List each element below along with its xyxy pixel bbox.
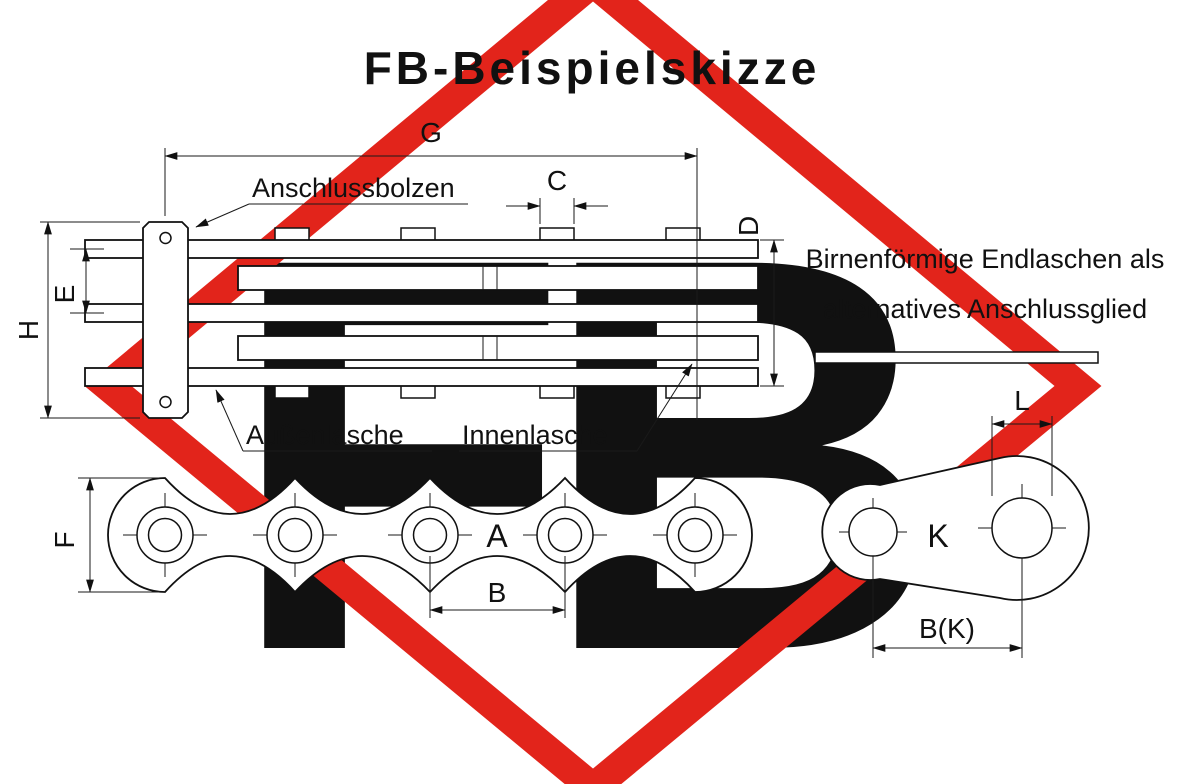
cotter-hole-bottom — [159, 395, 172, 409]
roller — [123, 493, 207, 577]
alternative-link-note: Birnenförmige Endlaschen als alternative… — [806, 244, 1165, 364]
dim-B: B — [429, 556, 566, 618]
watermark-fb-letters: FB — [227, 141, 924, 767]
dim-H: H — [13, 221, 140, 419]
dim-G: G — [164, 117, 698, 420]
dim-label-G: G — [420, 117, 442, 148]
callout-label-pin: Anschlussbolzen — [252, 173, 455, 203]
leader-line — [195, 203, 250, 228]
chain-top-view — [84, 221, 759, 419]
callout-label-inner-plate: Innenlasche — [462, 420, 608, 450]
outer-plate-row-bottom — [84, 367, 759, 387]
dim-label-A: A — [486, 518, 508, 554]
dim-label-K: K — [927, 518, 948, 554]
dim-label-BK: B(K) — [919, 613, 975, 644]
note-line-1: Birnenförmige Endlaschen als — [806, 244, 1165, 274]
roller — [253, 493, 337, 577]
note-line-2: alternatives Anschlussglied — [823, 294, 1147, 324]
dim-label-L: L — [1014, 385, 1030, 416]
straight-end-plate-side-view — [814, 351, 1099, 364]
plate-joints — [482, 266, 498, 360]
connecting-link-plate — [142, 221, 189, 419]
dim-E: E — [49, 248, 104, 314]
cotter-hole-top — [159, 231, 172, 245]
callout-anschlussbolzen: Anschlussbolzen — [195, 173, 468, 228]
dim-label-D: D — [733, 216, 764, 236]
dim-label-C: C — [547, 165, 567, 196]
dim-label-H: H — [13, 320, 44, 340]
dim-label-B: B — [488, 577, 507, 608]
leader-line — [636, 363, 693, 452]
watermark-logo: FB — [84, 0, 1102, 784]
dim-L: L — [991, 385, 1053, 496]
dim-BK: B(K) — [872, 566, 1023, 658]
roller — [523, 493, 607, 577]
small-hole — [839, 498, 907, 566]
inner-plate-row-top — [237, 265, 759, 291]
pear-end-plate: K — [821, 455, 1090, 601]
dim-label-F: F — [49, 531, 80, 548]
chain-side-view: A — [107, 476, 753, 594]
dim-F: F — [49, 477, 160, 593]
dim-D: D — [733, 216, 784, 387]
callout-label-outer-plate: Außenlasche — [246, 420, 404, 450]
dim-label-E: E — [49, 285, 80, 304]
inner-plate-row-bottom — [237, 335, 759, 361]
callout-innenlasche: Innenlasche — [459, 363, 693, 452]
roller — [653, 493, 737, 577]
rollers — [123, 493, 737, 577]
dim-C: C — [506, 165, 608, 224]
page-title: FB-Beispielskizze — [364, 42, 821, 94]
callout-aussenlasche: Außenlasche — [215, 389, 432, 452]
big-hole — [978, 484, 1066, 572]
leader-line — [215, 389, 244, 452]
